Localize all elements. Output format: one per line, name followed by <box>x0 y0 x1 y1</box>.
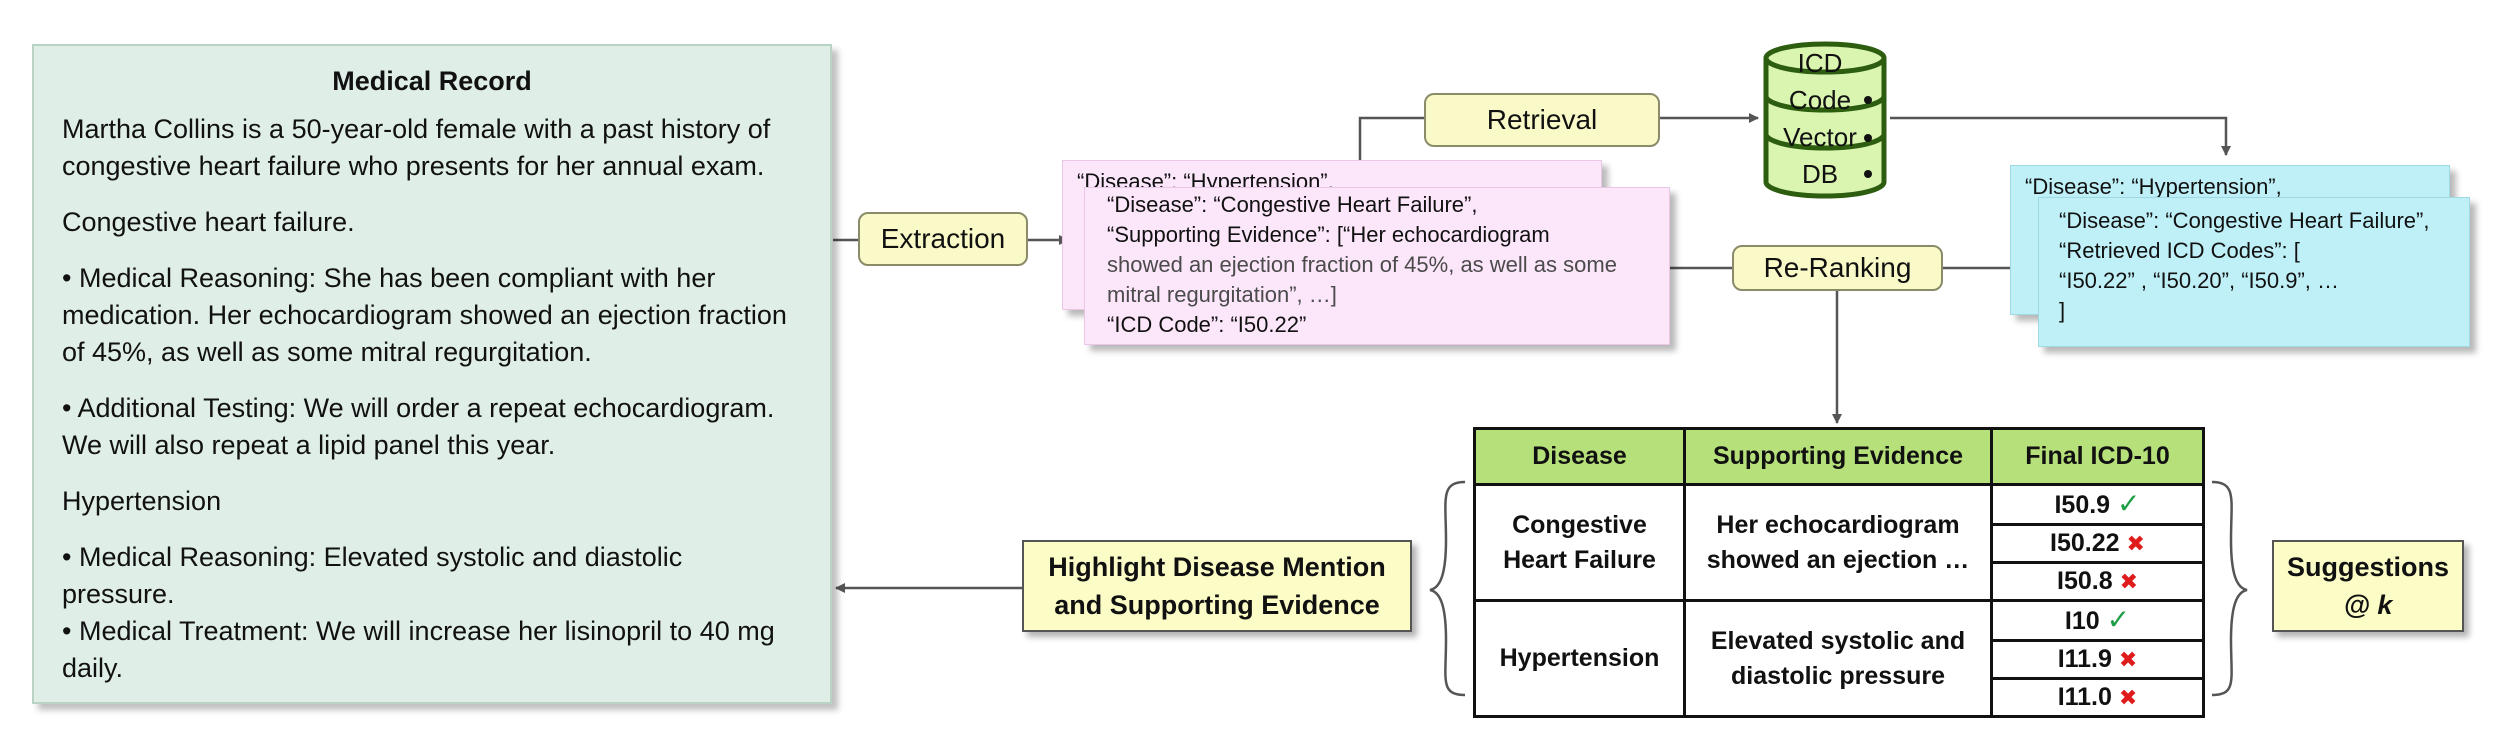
cards-to-retrieval-line <box>1358 116 1424 162</box>
suggestions-line: Suggestions <box>2286 552 2449 582</box>
record-paragraph-chf-testing: • Additional Testing: We will order a re… <box>62 393 775 460</box>
extracted-front-line: mitral regurgitation”, …] <box>1107 282 1337 307</box>
extracted-front-line: “Disease”: “Congestive Heart Failure”, <box>1107 192 1478 217</box>
evidence-line: showed an ejection … <box>1706 545 1970 574</box>
final-icd-table: Disease Supporting Evidence Final ICD-10… <box>1473 427 2205 718</box>
disease-line: Hypertension <box>1499 644 1660 672</box>
record-paragraph-chf-reasoning: • Medical Reasoning: She has been compli… <box>62 263 787 367</box>
record-paragraph-intro: Martha Collins is a 50-year-old female w… <box>62 114 771 181</box>
icd-code-cell: I11.0 ✖ <box>1990 677 2205 718</box>
evidence-line: diastolic pressure <box>1731 661 1945 690</box>
icd-code: I10 <box>2064 607 2100 635</box>
retrieved-card-front: “Disease”: “Congestive Heart Failure”, “… <box>2038 197 2470 347</box>
table-row: I50.8 ✖ <box>1475 561 2205 602</box>
icd-code: I11.0 <box>2057 683 2112 711</box>
disease-line: Congestive <box>1512 510 1647 539</box>
db-label-line: Code <box>1788 85 1852 115</box>
icd-code-cell: I10 ✓ <box>1990 599 2205 642</box>
db-label-line: ICD <box>1797 48 1843 78</box>
icd-code: I50.22 <box>2050 529 2120 557</box>
extracted-front-line: “Supporting Evidence”: [“Her echocardiog… <box>1107 222 1550 247</box>
icd-code: I50.9 <box>2054 491 2111 519</box>
highlight-line: Highlight Disease Mention <box>1048 552 1386 582</box>
disease-cell: Hypertension <box>1473 599 1686 718</box>
right-brace <box>2211 480 2248 697</box>
table-header-evidence: Supporting Evidence <box>1683 427 1993 486</box>
evidence-line: Elevated systolic and <box>1710 626 1966 655</box>
disease-cell: Congestive Heart Failure <box>1473 483 1686 602</box>
reranking-label: Re-Ranking <box>1763 252 1912 283</box>
icd-code-cell: I11.9 ✖ <box>1990 639 2205 680</box>
left-brace <box>1429 480 1466 697</box>
suggestions-line: @ k <box>2343 590 2393 620</box>
extracted-front-line: showed an ejection fraction of 45%, as w… <box>1107 252 1617 277</box>
icd-code: I11.9 <box>2057 645 2112 673</box>
check-icon: ✓ <box>2117 488 2141 519</box>
record-paragraph-chf: Congestive heart failure. <box>62 207 355 237</box>
db-label-line: Vector <box>1783 122 1857 152</box>
retrieval-label: Retrieval <box>1486 104 1598 135</box>
record-paragraph-htn-reasoning: • Medical Reasoning: Elevated systolic a… <box>62 542 683 609</box>
retrieved-back-text: “Disease”: “Hypertension”, <box>2025 174 2282 199</box>
extracted-card-front: “Disease”: “Congestive Heart Failure”, “… <box>1084 187 1670 345</box>
cross-icon: ✖ <box>2126 531 2145 556</box>
table-header-icd: Final ICD-10 <box>1990 427 2205 486</box>
icd-code-cell: I50.9 ✓ <box>1990 483 2205 526</box>
cross-icon: ✖ <box>2118 647 2138 672</box>
table-row: Hypertension Elevated systolic and diast… <box>1473 599 2205 718</box>
retrieved-front-line: “Disease”: “Congestive Heart Failure”, <box>2059 208 2430 233</box>
check-icon: ✓ <box>2106 604 2131 635</box>
record-paragraph-htn-treatment: • Medical Treatment: We will increase he… <box>62 616 775 683</box>
retrieval-step: Retrieval <box>1424 93 1660 147</box>
highlight-step: Highlight Disease Mention and Supporting… <box>1022 540 1412 632</box>
highlight-line: and Supporting Evidence <box>1054 590 1380 620</box>
cross-icon: ✖ <box>2118 685 2138 710</box>
table-row: I11.9 ✖ <box>1475 639 2205 680</box>
cross-icon: ✖ <box>2119 569 2138 594</box>
disease-line: Heart Failure <box>1503 545 1656 574</box>
evidence-line: Her echocardiogram <box>1716 510 1960 539</box>
retrieved-front-line: “I50.22” , “I50.20”, “I50.9”, … <box>2059 268 2340 293</box>
table-row: Congestive Heart Failure Her echocardiog… <box>1473 483 2205 602</box>
table-header-row: Disease Supporting Evidence Final ICD-10 <box>1473 427 2205 486</box>
database-label: ICD Code Vector DB <box>1760 45 1880 193</box>
extraction-label: Extraction <box>880 223 1006 254</box>
database-icon <box>1763 41 1887 199</box>
table-row: I50.22 ✖ <box>1475 523 2205 564</box>
extraction-step: Extraction <box>858 212 1028 266</box>
retrieved-front-line: “Retrieved ICD Codes”: [ <box>2059 238 2300 263</box>
evidence-cell: Elevated systolic and diastolic pressure <box>1683 599 1993 718</box>
medical-record-title: Medical Record <box>332 66 532 96</box>
table-header-disease: Disease <box>1473 427 1686 486</box>
icd-code: I50.8 <box>2057 567 2113 595</box>
evidence-cell: Her echocardiogram showed an ejection … <box>1683 483 1993 602</box>
icd-code-cell: I50.8 ✖ <box>1990 561 2205 602</box>
icd-code-cell: I50.22 ✖ <box>1990 523 2205 564</box>
db-label-line: DB <box>1801 159 1839 189</box>
record-paragraph-htn: Hypertension <box>62 486 222 516</box>
suggestions-step: Suggestions @ k <box>2272 540 2464 632</box>
retrieved-front-line: ] <box>2059 298 2066 323</box>
extracted-front-line: “ICD Code”: “I50.22” <box>1107 312 1307 337</box>
reranking-step: Re-Ranking <box>1732 245 1943 291</box>
table-row: I11.0 ✖ <box>1475 677 2205 718</box>
db-to-retrieved-arrow <box>1890 116 2231 156</box>
medical-record-panel: Medical Record Martha Collins is a 50-ye… <box>32 44 832 704</box>
